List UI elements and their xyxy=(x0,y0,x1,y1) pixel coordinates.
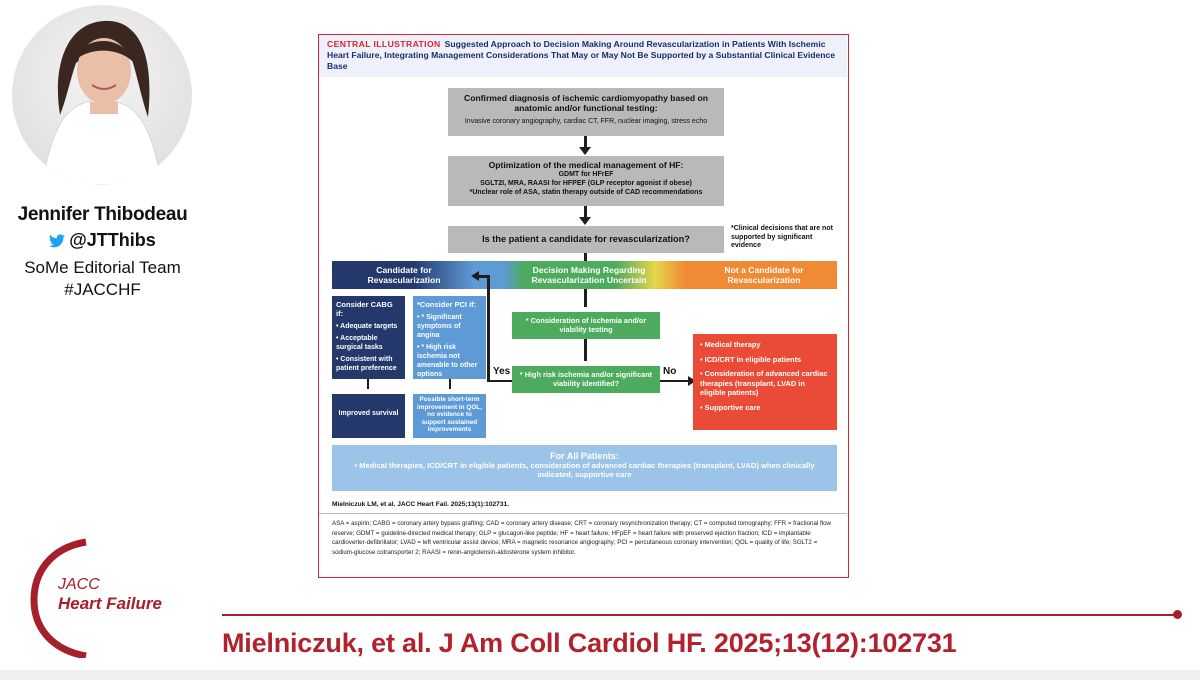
diagnosis-box: Confirmed diagnosis of ischemic cardiomy… xyxy=(448,88,724,136)
divider-line xyxy=(222,614,1177,616)
logo-jacc: JACC xyxy=(58,576,100,593)
yes-line xyxy=(487,380,512,382)
diagnosis-title: Confirmed diagnosis of ischemic cardiomy… xyxy=(463,93,708,113)
no-label: No xyxy=(663,366,677,377)
not-candidate-item: • Medical therapy xyxy=(700,340,761,349)
pci-item: • * Significant symptoms of angina xyxy=(417,314,462,339)
arrow-1 xyxy=(584,136,587,148)
not-candidate-item: • ICD/CRT in eligible patients xyxy=(700,354,802,364)
bottom-band xyxy=(0,670,1200,680)
optimization-line1: GDMT for HFrEF xyxy=(558,171,614,178)
cabg-box: Consider CABG if: • Adequate targets • A… xyxy=(332,296,405,379)
presenter-name: Jennifer Thibodeau xyxy=(17,204,188,225)
pci-outcome: Possible short-term improvement in QOL, … xyxy=(417,396,482,434)
decision-band xyxy=(332,261,837,289)
arrow-4 xyxy=(584,289,587,307)
optimization-title: Optimization of the medical management o… xyxy=(488,160,684,170)
optimization-line2: SGLT2I, MRA, RAASI for HFPEF (GLP recept… xyxy=(480,180,692,187)
optimization-line3: *Unclear role of ASA, statin therapy out… xyxy=(469,189,703,196)
clinical-note-text: Clinical decisions that are not supporte… xyxy=(731,225,833,249)
all-patients-title: For All Patients: xyxy=(550,451,619,461)
editorial-team: SoMe Editorial Team xyxy=(24,258,181,277)
risk-box: * High risk ischemia and/or significant … xyxy=(512,366,660,393)
cabg-title: Consider CABG if: xyxy=(336,300,393,318)
cabg-item: • Adequate targets xyxy=(336,323,398,330)
risk-text: * High risk ischemia and/or significant … xyxy=(519,370,653,388)
arrow-cabg xyxy=(367,379,369,389)
figure-title: Suggested Approach to Decision Making Ar… xyxy=(327,39,836,71)
pci-box: *Consider PCI if: • * Significant sympto… xyxy=(413,296,486,379)
not-candidate-box: • Medical therapy • ICD/CRT in eligible … xyxy=(693,334,837,430)
twitter-bird-icon xyxy=(49,232,66,253)
jacc-logo-arc-icon xyxy=(30,538,90,663)
band-not-candidate: Not a Candidate for Revascularization xyxy=(724,265,804,285)
ischemia-text: * Consideration of ischemia and/or viabi… xyxy=(525,316,647,334)
arrow-5 xyxy=(584,339,587,361)
optimization-box: Optimization of the medical management o… xyxy=(448,156,724,206)
logo-heart-failure: Heart Failure xyxy=(58,594,162,613)
arrow-2 xyxy=(584,206,587,218)
presenter-photo xyxy=(12,5,192,185)
diagnosis-sub: Invasive coronary angiography, cardiac C… xyxy=(464,118,708,125)
band-candidate: Candidate for Revascularization xyxy=(367,265,441,285)
improved-survival-box: Improved survival xyxy=(332,394,405,438)
yes-vertical xyxy=(487,275,490,382)
cabg-item: • Consistent with patient preference xyxy=(336,356,397,372)
not-candidate-item: • Consideration of advanced cardiac ther… xyxy=(700,369,828,397)
citation: Mielniczuk, et al. J Am Coll Cardiol HF.… xyxy=(222,628,957,658)
pci-item: • * High risk ischemia not amenable to o… xyxy=(417,344,478,378)
figure-reference: Mielniczuk LM, et al. JACC Heart Fail. 2… xyxy=(332,501,510,508)
arrow-2-head xyxy=(579,217,591,225)
figure-separator xyxy=(319,513,847,514)
no-line xyxy=(660,380,690,382)
arrow-3 xyxy=(584,253,587,261)
yes-label: Yes xyxy=(493,366,511,377)
all-patients-box: For All Patients: • Medical therapies, I… xyxy=(332,445,837,491)
pci-outcome-box: Possible short-term improvement in QOL, … xyxy=(413,394,486,438)
clinical-note: *Clinical decisions that are not support… xyxy=(731,225,841,251)
improved-survival: Improved survival xyxy=(338,410,399,417)
divider-dot xyxy=(1173,610,1182,619)
arrow-pci xyxy=(449,379,451,389)
ischemia-box: * Consideration of ischemia and/or viabi… xyxy=(512,312,660,339)
not-candidate-item: • Supportive care xyxy=(700,402,761,412)
all-patients-text: • Medical therapies, ICD/CRT in eligible… xyxy=(354,461,815,480)
arrow-1-head xyxy=(579,147,591,155)
no-arrow-head xyxy=(688,376,696,386)
band-uncertain: Decision Making Regarding Revascularizat… xyxy=(531,265,647,285)
hashtag: #JACCHF xyxy=(64,280,141,299)
yes-arrow-head xyxy=(471,271,479,281)
cabg-item: • Acceptable surgical tasks xyxy=(336,335,383,351)
clinical-note-star: * xyxy=(731,225,734,232)
handle-text: @JTThibs xyxy=(69,230,156,250)
presenter-portrait-icon xyxy=(41,20,163,185)
pci-title: *Consider PCI if: xyxy=(417,300,477,309)
candidate-question-box: Is the patient a candidate for revascula… xyxy=(448,226,724,253)
abbreviations: ASA = aspirin; CABG = coronary artery by… xyxy=(332,520,832,556)
presenter-handle[interactable]: @JTThibs xyxy=(0,230,205,253)
yes-top xyxy=(479,275,490,278)
candidate-question: Is the patient a candidate for revascula… xyxy=(482,234,690,244)
figure-label: CENTRAL ILLUSTRATION xyxy=(327,39,441,49)
